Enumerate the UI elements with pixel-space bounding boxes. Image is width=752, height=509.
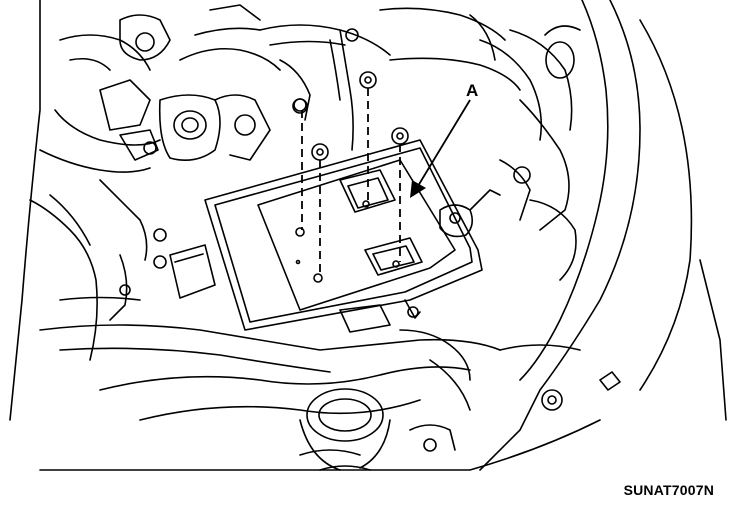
engine-bay-outline (9, 0, 41, 421)
reservoir-cap (306, 388, 384, 442)
right-hose (479, 39, 543, 141)
tray-bracket (439, 204, 474, 238)
intake-component (158, 94, 221, 161)
arrow-head (410, 180, 426, 198)
battery-tray (204, 139, 483, 331)
figure-code: SUNAT7007N (623, 482, 714, 498)
bolt-group (292, 71, 409, 161)
lower-pipe (39, 324, 501, 351)
callout-arrow (417, 99, 471, 187)
callout-label: A (466, 81, 478, 100)
fastener-guide-lines (301, 88, 401, 276)
